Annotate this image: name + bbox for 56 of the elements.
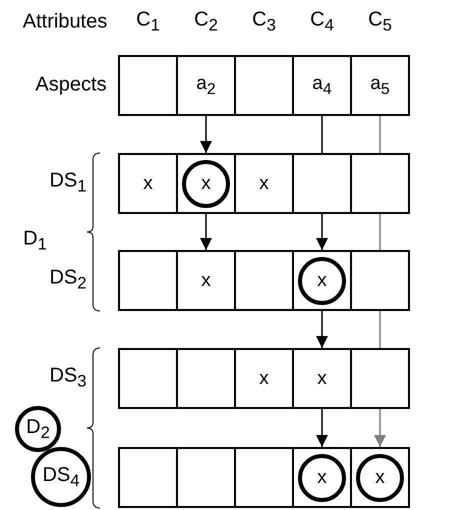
empty-cell (234, 447, 294, 508)
grid-cell (234, 153, 294, 214)
row-label: C$_{3}$ (252, 8, 276, 36)
grid-cell (292, 447, 352, 508)
arrow (200, 116, 212, 153)
empty-cell (118, 447, 178, 508)
row-label: DS$_{3}$ (49, 364, 87, 392)
grid-cell (176, 153, 236, 214)
grid-cell (292, 348, 352, 409)
empty-cell (350, 153, 410, 214)
cell-text: x (375, 466, 385, 488)
row-label: C$_{5}$ (368, 8, 392, 36)
row-label: DS$_{2}$ (49, 266, 87, 294)
cell-text: x (201, 270, 211, 292)
empty-cell (176, 348, 236, 409)
empty-cell (118, 55, 178, 116)
empty-cell (118, 348, 178, 409)
arrow (200, 214, 212, 250)
cell-text: x (201, 172, 211, 194)
cell-text: x (259, 368, 269, 390)
arrow (374, 409, 386, 447)
cell-text: x (259, 172, 269, 194)
grid-cell (118, 153, 178, 214)
empty-cell (350, 348, 410, 409)
empty-cell (350, 250, 410, 311)
row-label: C$_{2}$ (194, 8, 218, 36)
circled-label: DS$_{4}$ (31, 447, 91, 507)
row-label: Attributes (22, 10, 108, 34)
grid-cell (176, 55, 236, 116)
empty-cell (234, 250, 294, 311)
row-label: DS$_{1}$ (49, 170, 87, 196)
cell-text: a$_{4}$ (312, 72, 332, 98)
cell-text: x (317, 368, 327, 390)
grid-cell (176, 250, 236, 311)
arrow (316, 311, 328, 348)
empty-cell (234, 55, 294, 116)
cell-text: x (143, 172, 153, 194)
cell-text: x (317, 466, 327, 488)
arrow (316, 409, 328, 447)
grid-cell (350, 447, 410, 508)
row-label: C$_{4}$ (310, 8, 334, 36)
cell-text: a$_{2}$ (196, 72, 216, 98)
grid-cell (234, 348, 294, 409)
arrow (316, 214, 328, 250)
grid-cell (292, 55, 352, 116)
row-label: C$_{1}$ (136, 8, 160, 36)
row-label: Aspects (35, 74, 107, 96)
cell-text: a$_{5}$ (370, 72, 390, 98)
empty-cell (118, 250, 178, 311)
empty-cell (176, 447, 236, 508)
row-label: D$_{1}$ (23, 228, 47, 254)
empty-cell (292, 153, 352, 214)
cell-text: x (317, 270, 327, 292)
grid-cell (292, 250, 352, 311)
circled-label: D$_{2}$ (15, 406, 61, 452)
grid-cell (350, 55, 410, 116)
